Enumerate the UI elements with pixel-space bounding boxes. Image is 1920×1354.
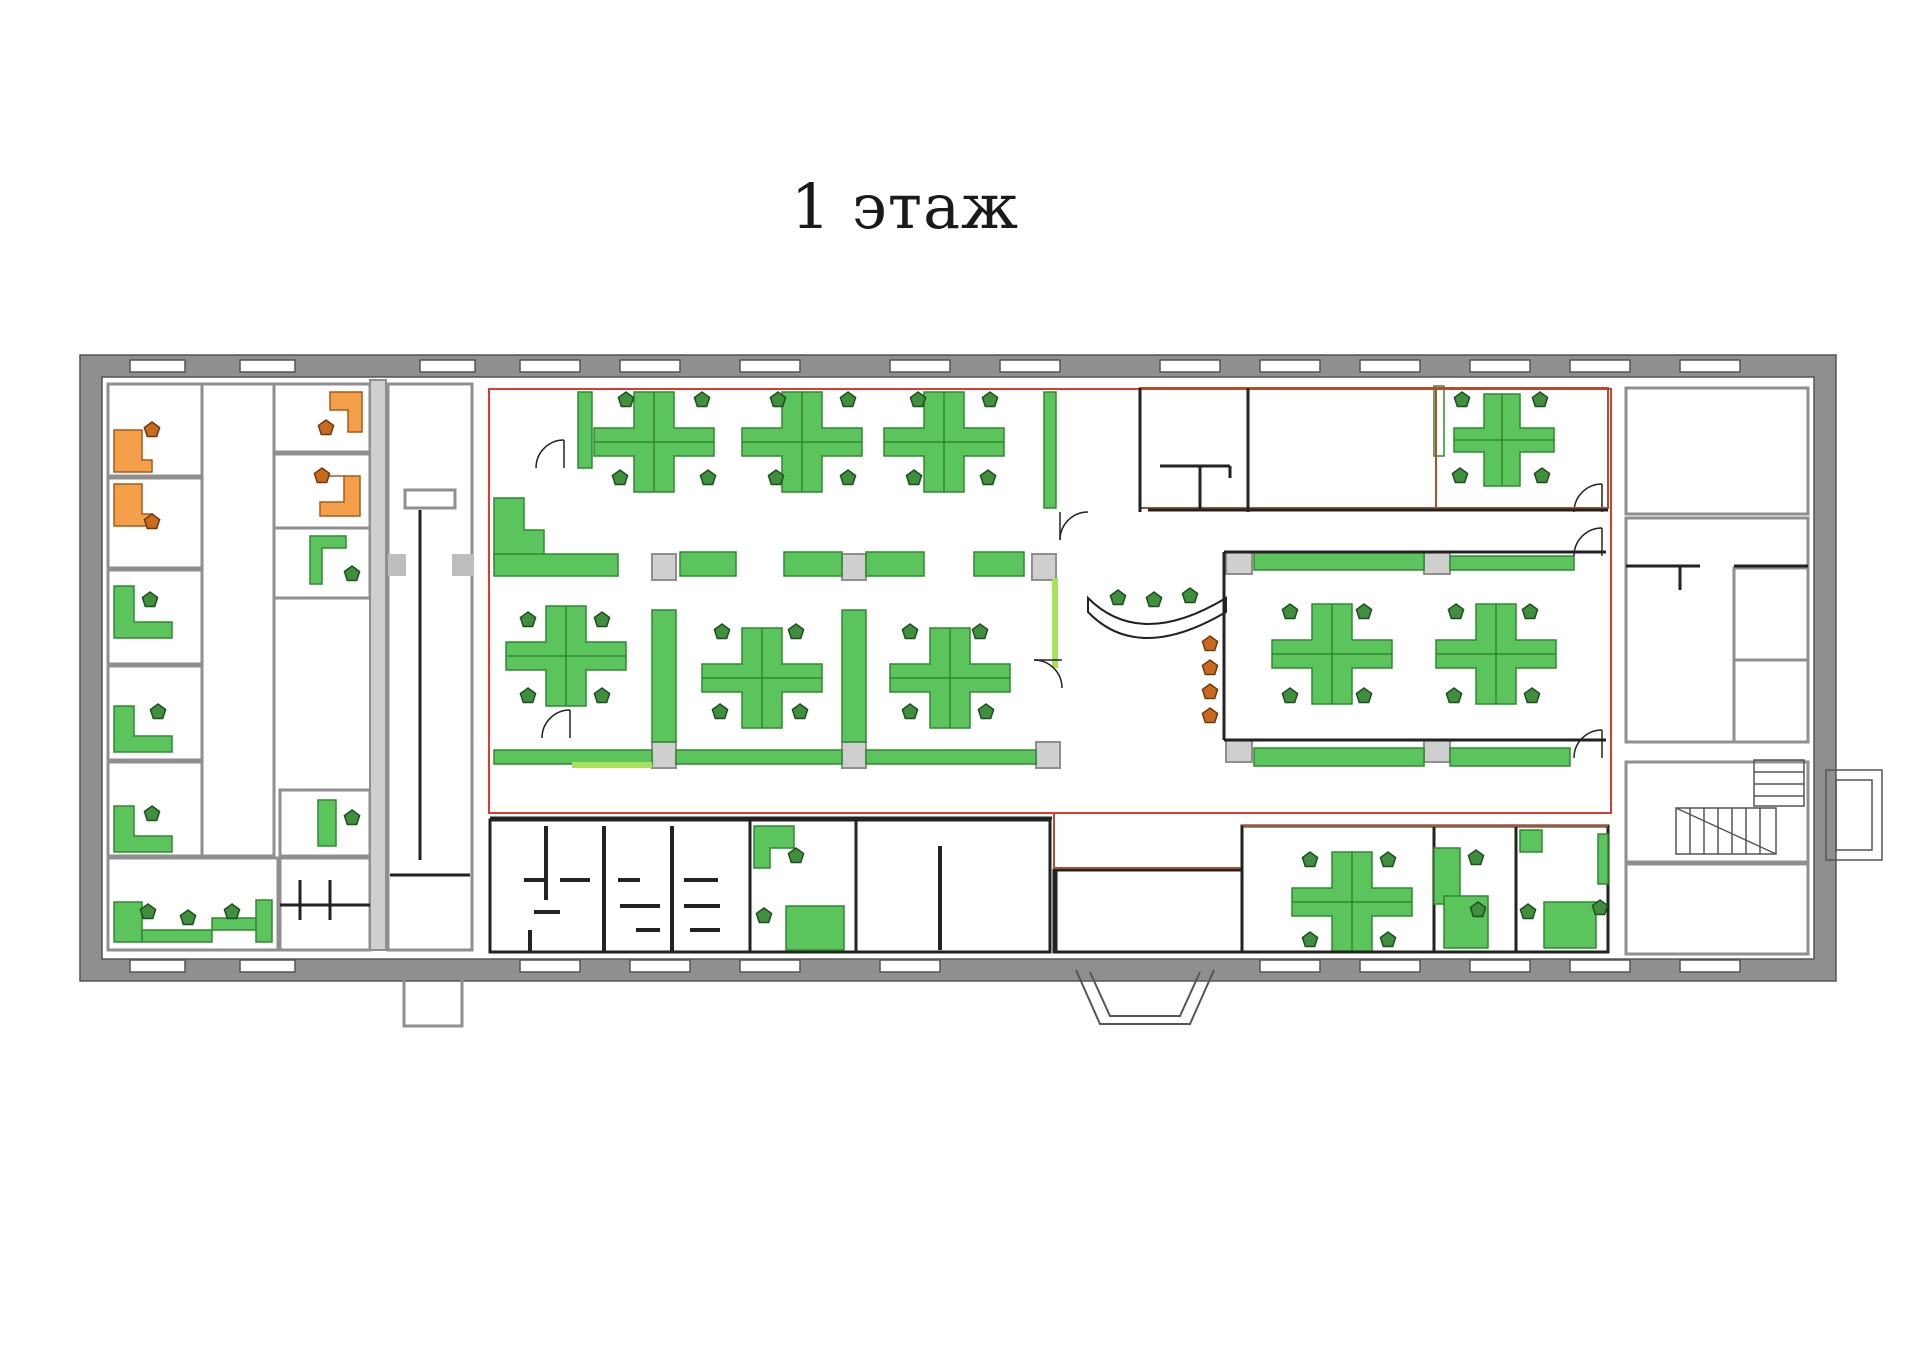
cluster-lines (506, 392, 1556, 952)
left-green-desks (113, 535, 347, 943)
right-wing (1624, 386, 1810, 956)
bottom-desks (753, 825, 1609, 951)
waiting-chairs (1201, 635, 1219, 724)
doors (535, 439, 1603, 759)
reception-desk (1087, 587, 1227, 639)
light-green-accent (572, 762, 652, 768)
outer-walls (79, 354, 1837, 982)
top-right-partitions (1138, 388, 1608, 742)
floor-title: 1 этаж (790, 170, 1020, 243)
stair-core (386, 382, 474, 1028)
windows-top (129, 359, 1741, 373)
left-wing-wall (369, 379, 387, 951)
stair-core-detail (390, 510, 470, 877)
toilet-partitions (524, 826, 942, 952)
left-partitions (280, 880, 370, 920)
entrance-bay (1075, 969, 1215, 1025)
column (452, 554, 474, 576)
linear-desks (493, 385, 1575, 767)
open-space-outline (488, 388, 1612, 814)
staircase (1675, 759, 1883, 861)
column (388, 554, 406, 576)
right-wing-partitions (1626, 564, 1808, 590)
hall-columns (651, 551, 1451, 769)
center-corridor (490, 816, 1244, 952)
light-green-accent (1052, 578, 1058, 668)
orange-desks (113, 391, 363, 527)
windows-bottom (129, 959, 1741, 973)
bottom-brown-outline (1053, 814, 1608, 869)
